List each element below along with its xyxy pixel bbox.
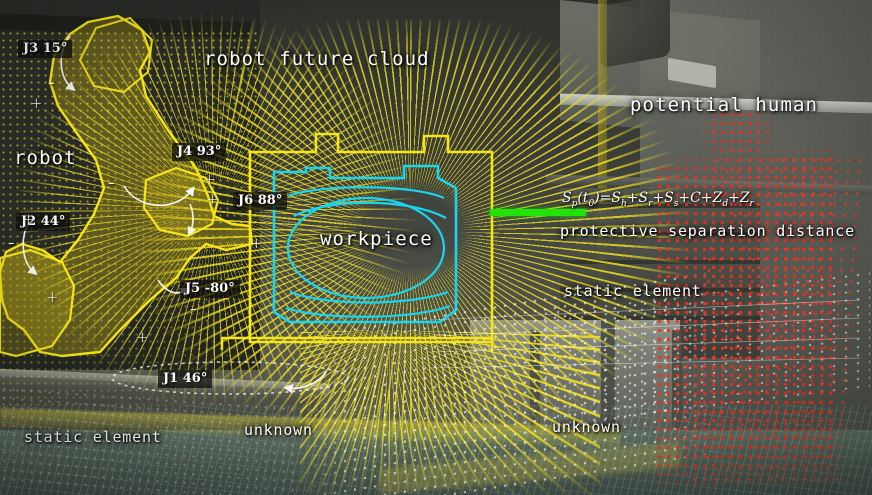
rotation-plus-marker-j2: + (22, 210, 35, 228)
formula-term-2: S (638, 190, 649, 206)
rotation-minus-marker-j4: – (108, 176, 115, 191)
formula-arg: t (582, 190, 589, 206)
label-workpiece: workpiece (320, 228, 433, 250)
rotation-plus-marker-j2b: + (46, 288, 59, 306)
rotation-minus-marker-j5: – (190, 302, 197, 317)
formula-lhs-sub: p (571, 198, 578, 209)
robot-wrist-outline (142, 166, 220, 238)
separation-distance-formula: Sp(t0)=Sh+Sr+Ss+C+Zd+Zr (562, 190, 754, 209)
label-robot-future-cloud: robot future cloud (204, 48, 430, 70)
joint-label-j3: J3 15° (18, 40, 73, 58)
rotation-minus-marker-j3: – (48, 76, 55, 91)
workpiece-fixture-base (220, 336, 494, 352)
label-unknown-center: unknown (244, 421, 313, 439)
joint-rotation-arrows (22, 35, 349, 395)
label-static-element-right: static element (564, 282, 702, 300)
label-static-element-left: static element (24, 428, 162, 446)
formula-lhs: S (562, 190, 572, 206)
unknown-ray-lines (429, 299, 861, 369)
joint-label-j6: J6 88° (233, 192, 288, 210)
robot-base-outline (0, 248, 76, 358)
rotation-plus-marker-j6: + (206, 190, 219, 208)
workpiece-outline (272, 164, 458, 324)
formula-term-3: S (664, 190, 674, 206)
joint-label-j5: J5 -80° (180, 280, 240, 298)
rotation-minus-marker-j2: – (8, 236, 15, 251)
formula-term-1: S (611, 190, 621, 206)
workpiece-contour-lines (285, 186, 451, 318)
formula-term-4: C (690, 190, 701, 206)
formula-arg-sub: 0 (588, 198, 595, 209)
label-potential-human: potential human (630, 94, 819, 116)
rotation-plus-marker-j6b: + (250, 234, 263, 252)
formula-term-5: Z (712, 190, 723, 206)
label-protective-separation-distance: protective separation distance (560, 222, 855, 240)
protective-separation-distance-bar (490, 209, 586, 216)
label-unknown-right: unknown (552, 418, 621, 436)
joint-label-j1: J1 46° (158, 370, 213, 388)
rotation-plus-marker-j3: + (30, 94, 43, 112)
label-robot: robot (14, 147, 77, 169)
robot-upper-arm-outline (78, 16, 154, 94)
formula-term-6: Z (739, 190, 750, 206)
joint-label-j2: J2 44° (16, 213, 71, 231)
rotation-plus-marker-j1: + (136, 328, 149, 346)
joint-label-j4: J4 93° (172, 143, 227, 161)
rotation-plus-marker-j4: + (203, 170, 216, 188)
